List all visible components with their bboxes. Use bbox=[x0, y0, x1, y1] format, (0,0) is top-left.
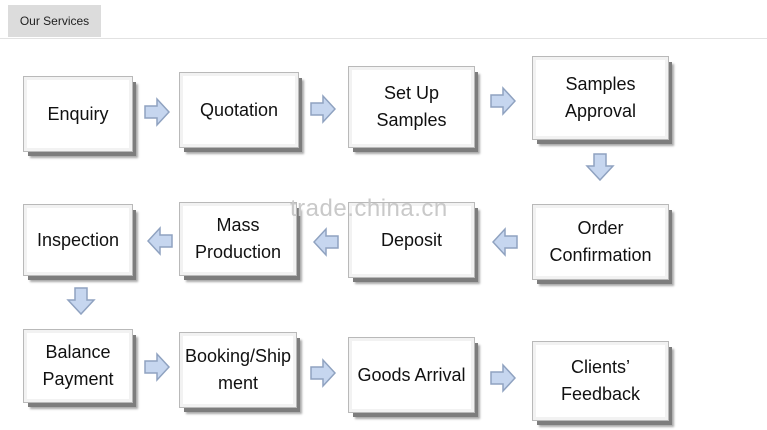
arrow-right-icon bbox=[144, 97, 170, 127]
step-mass-production: Mass Production bbox=[179, 202, 297, 276]
tab-our-services[interactable]: Our Services bbox=[8, 5, 101, 37]
arrow-left-icon bbox=[313, 227, 339, 257]
step-set-up-samples: Set Up Samples bbox=[348, 66, 475, 148]
step-inspection: Inspection bbox=[23, 204, 133, 276]
services-flowchart: Enquiry Quotation Set Up Samples Samples… bbox=[0, 40, 767, 430]
arrow-down-icon bbox=[66, 287, 96, 315]
step-deposit: Deposit bbox=[348, 202, 475, 278]
step-quotation: Quotation bbox=[179, 72, 299, 148]
arrow-right-icon bbox=[490, 86, 516, 116]
step-order-confirmation: Order Confirmation bbox=[532, 204, 669, 280]
step-balance-payment: Balance Payment bbox=[23, 329, 133, 403]
arrow-down-icon bbox=[585, 153, 615, 181]
arrow-left-icon bbox=[147, 226, 173, 256]
arrow-right-icon bbox=[490, 363, 516, 393]
tab-bar: Our Services bbox=[0, 0, 767, 39]
arrow-right-icon bbox=[144, 352, 170, 382]
arrow-left-icon bbox=[492, 227, 518, 257]
arrow-right-icon bbox=[310, 94, 336, 124]
step-goods-arrival: Goods Arrival bbox=[348, 337, 475, 413]
arrow-right-icon bbox=[310, 358, 336, 388]
step-booking-shipment: Booking/Ship ment bbox=[179, 332, 297, 408]
step-clients-feedback: Clients’ Feedback bbox=[532, 341, 669, 421]
watermark: trade.china.cn bbox=[290, 195, 448, 222]
step-samples-approval: Samples Approval bbox=[532, 56, 669, 140]
step-enquiry: Enquiry bbox=[23, 76, 133, 152]
